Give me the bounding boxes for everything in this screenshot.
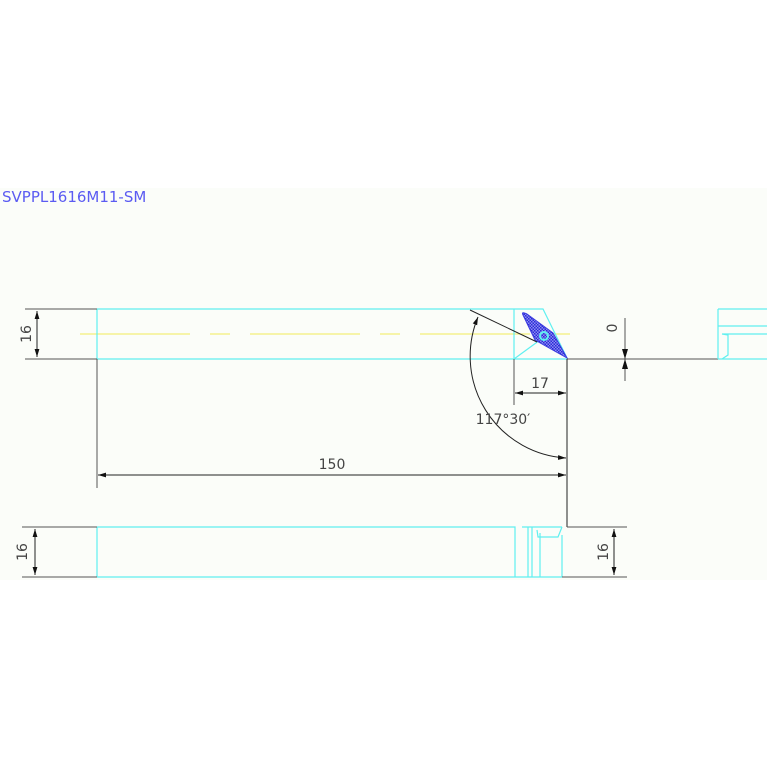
angle-arc	[469, 316, 567, 460]
top-view: 16 17 150 117°30′ 0	[19, 308, 767, 527]
dim-shank-height-left: 16	[15, 543, 31, 561]
side-view: 16 16	[15, 526, 627, 578]
adjacent-part-outline	[717, 308, 767, 360]
dim-length: 150	[319, 457, 346, 473]
tool-designation: SVPPL1616M11-SM	[2, 188, 146, 206]
dim-shank-height-top: 16	[19, 325, 35, 343]
dim-shank-height-right: 16	[596, 543, 612, 561]
shank-side-outline	[96, 526, 563, 578]
dimension-arrows	[622, 349, 628, 369]
drawing-sheet	[0, 188, 767, 580]
dim-approach-angle: 117°30′	[476, 412, 531, 428]
dim-offset: 17	[531, 376, 549, 392]
dim-tip-offset: 0	[605, 324, 621, 333]
